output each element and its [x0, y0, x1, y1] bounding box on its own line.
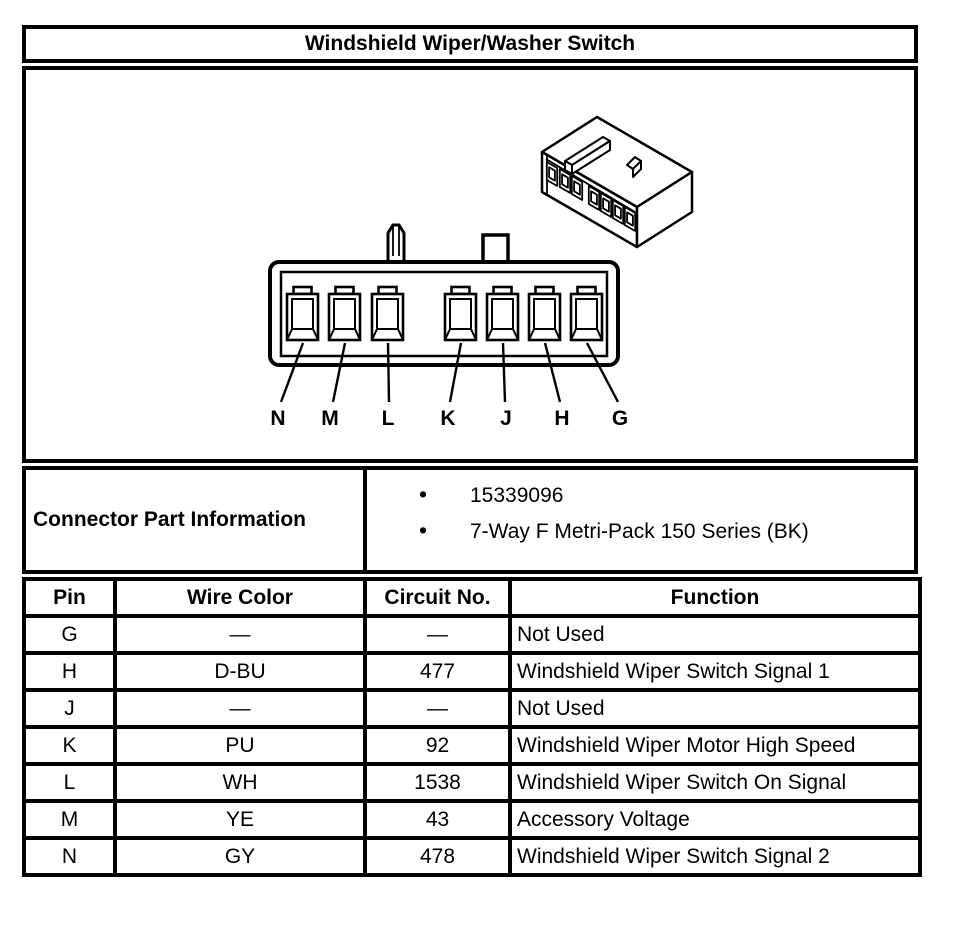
wire-color-cell: GY: [113, 836, 367, 877]
pin-labels: N M L K J H G: [270, 407, 628, 430]
circuit-no-cell: 43: [363, 799, 512, 840]
pin-label-N: N: [270, 407, 285, 430]
connector-isometric-view-icon: [540, 115, 694, 249]
cavity-J: [485, 285, 520, 342]
bullet-icon: •: [419, 517, 428, 543]
table-row: J — — Not Used: [22, 688, 922, 729]
title-bar: Windshield Wiper/Washer Switch: [22, 25, 918, 63]
wire-color-cell: PU: [113, 725, 367, 766]
pin-label-G: G: [612, 407, 628, 430]
pin-leader-lines: [279, 342, 620, 403]
table-header-row: Pin Wire Color Circuit No. Function: [22, 577, 922, 618]
part-info-label-cell: Connector Part Information: [26, 470, 367, 570]
function-cell: Windshield Wiper Switch Signal 2: [508, 836, 922, 877]
bullet-icon: •: [419, 481, 428, 507]
part-info-label: Connector Part Information: [33, 508, 307, 531]
pin-label-L: L: [382, 407, 395, 430]
pin-label-K: K: [440, 407, 455, 430]
circuit-no-cell: 477: [363, 651, 512, 692]
pin-label-H: H: [554, 407, 569, 430]
table-row: M YE 43 Accessory Voltage: [22, 799, 922, 840]
wire-color-cell: —: [113, 688, 367, 729]
table-row: H D-BU 477 Windshield Wiper Switch Signa…: [22, 651, 922, 692]
alignment-tab-icon: [626, 156, 642, 178]
part-info-list: • 15339096 • 7-Way F Metri-Pack 150 Seri…: [367, 470, 914, 570]
part-number: 15339096: [470, 484, 564, 507]
pinout-table: Pin Wire Color Circuit No. Function G — …: [22, 577, 922, 877]
pin-label-M: M: [321, 407, 339, 430]
circuit-no-cell: —: [363, 614, 512, 655]
col-header-function: Function: [508, 577, 922, 618]
pin-label-J: J: [500, 407, 512, 430]
list-item: • 15339096: [367, 477, 914, 513]
wire-color-cell: YE: [113, 799, 367, 840]
function-cell: Not Used: [508, 614, 922, 655]
pin-cell: L: [22, 762, 117, 803]
pin-cell: J: [22, 688, 117, 729]
pin-cell: N: [22, 836, 117, 877]
wire-color-cell: —: [113, 614, 367, 655]
cavity-L: [370, 285, 405, 342]
connector-diagram-panel: N M L K J H G: [22, 66, 918, 463]
pin-cell: H: [22, 651, 117, 692]
terminal-cavities: [285, 285, 604, 342]
function-cell: Windshield Wiper Switch On Signal: [508, 762, 922, 803]
circuit-no-cell: 1538: [363, 762, 512, 803]
list-item: • 7-Way F Metri-Pack 150 Series (BK): [367, 513, 914, 549]
latch-bar-icon: [564, 136, 611, 175]
table-row: N GY 478 Windshield Wiper Switch Signal …: [22, 836, 922, 877]
pin-cell: M: [22, 799, 117, 840]
pin-cell: K: [22, 725, 117, 766]
function-cell: Accessory Voltage: [508, 799, 922, 840]
cavity-K: [443, 285, 478, 342]
circuit-no-cell: —: [363, 688, 512, 729]
col-header-wire-color: Wire Color: [113, 577, 367, 618]
circuit-no-cell: 478: [363, 836, 512, 877]
cavity-N: [285, 285, 320, 342]
connector-diagram: N M L K J H G: [268, 115, 694, 430]
cavity-M: [327, 285, 362, 342]
top-tab-icon: [481, 233, 510, 265]
pin-cell: G: [22, 614, 117, 655]
function-cell: Not Used: [508, 688, 922, 729]
col-header-pin: Pin: [22, 577, 117, 618]
connector-front-view: N M L K J H G: [268, 223, 628, 430]
table-row: G — — Not Used: [22, 614, 922, 655]
part-info-section: Connector Part Information • 15339096 • …: [22, 466, 918, 574]
cavity-H: [527, 285, 562, 342]
table-row: K PU 92 Windshield Wiper Motor High Spee…: [22, 725, 922, 766]
wire-color-cell: WH: [113, 762, 367, 803]
table-row: L WH 1538 Windshield Wiper Switch On Sig…: [22, 762, 922, 803]
col-header-circuit-no: Circuit No.: [363, 577, 512, 618]
function-cell: Windshield Wiper Motor High Speed: [508, 725, 922, 766]
wire-color-cell: D-BU: [113, 651, 367, 692]
cavity-G: [569, 285, 604, 342]
function-cell: Windshield Wiper Switch Signal 1: [508, 651, 922, 692]
part-description: 7-Way F Metri-Pack 150 Series (BK): [470, 520, 809, 543]
index-post-icon: [386, 223, 406, 275]
circuit-no-cell: 92: [363, 725, 512, 766]
page-title: Windshield Wiper/Washer Switch: [304, 32, 636, 55]
